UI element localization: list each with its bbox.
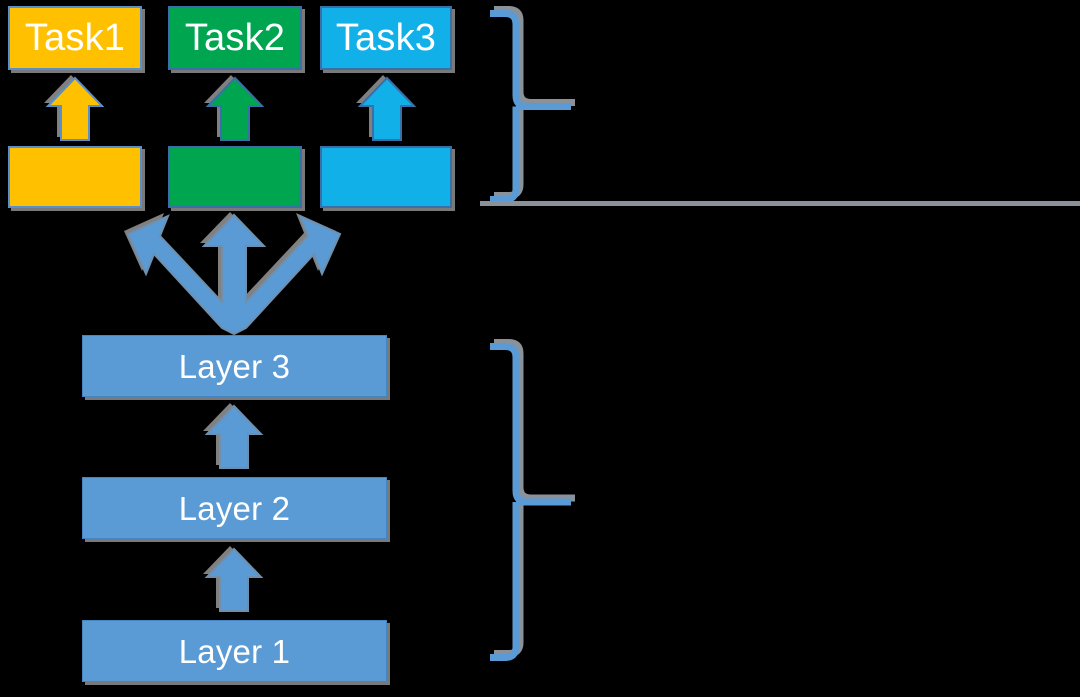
arrow-to-task2-icon [204, 75, 265, 141]
arrow-to-task3-icon [356, 75, 417, 141]
horizontal-divider [480, 201, 1080, 206]
task-specific-block-3[interactable] [320, 146, 452, 208]
shared-layer-label-1: Layer 1 [178, 632, 291, 670]
task-head-box-3[interactable]: Task3 [320, 6, 452, 70]
task-head-box-1[interactable]: Task1 [8, 6, 142, 70]
shared-layer-label-2: Layer 2 [178, 489, 291, 527]
shared-layer-label-3: Layer 3 [178, 347, 291, 385]
task-head-label-1: Task1 [24, 17, 126, 59]
shared-layer-box-1[interactable]: Layer 1 [82, 620, 387, 682]
arrow-to-task1-icon [44, 75, 105, 141]
task-specific-block-1[interactable] [8, 146, 142, 208]
task-head-box-2[interactable]: Task2 [168, 6, 302, 70]
shared-layers-bracket-icon [490, 339, 575, 661]
shared-layer-box-2[interactable]: Layer 2 [82, 477, 387, 539]
task-head-label-3: Task3 [335, 17, 437, 59]
shared-to-task-split-arrow-icon [124, 212, 342, 336]
task-specific-block-2[interactable] [168, 146, 302, 208]
shared-layer-box-3[interactable]: Layer 3 [82, 335, 387, 397]
task-specific-bracket-icon [490, 6, 575, 203]
arrow-layer2-to-layer3-icon [203, 403, 264, 469]
task-head-label-2: Task2 [184, 17, 286, 59]
arrow-layer1-to-layer2-icon [203, 546, 264, 612]
